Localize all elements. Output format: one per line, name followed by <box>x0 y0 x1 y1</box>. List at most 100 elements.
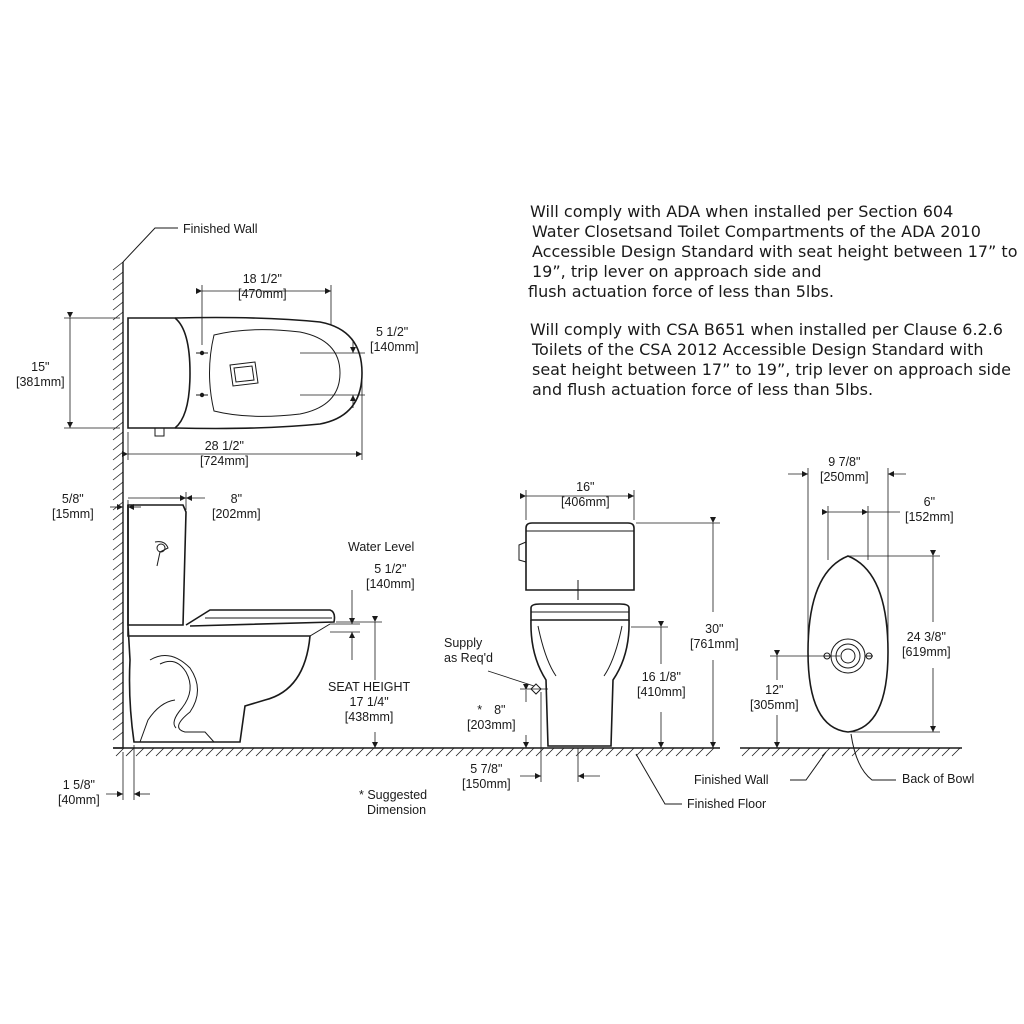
wall-hatch-mark <box>112 321 124 331</box>
floor-hatch-mark <box>135 747 145 757</box>
floor-hatch-mark <box>145 747 155 757</box>
floor-hatch-mark <box>435 747 445 757</box>
dim-value: 5 1/2" <box>374 562 407 576</box>
dim-metric: [15mm] <box>52 507 94 521</box>
wall-hatch-mark <box>112 301 124 311</box>
dim-value: 5 1/2" <box>376 325 409 339</box>
floor-hatch-mark <box>225 747 235 757</box>
floor-hatch-mark <box>861 747 871 757</box>
dim-metric: [381mm] <box>16 375 65 389</box>
floor-hatch-mark <box>791 747 801 757</box>
wall-hatch-mark <box>112 431 124 441</box>
wall-hatch-mark <box>112 541 124 551</box>
dim-metric: [250mm] <box>820 470 869 484</box>
dim-wall-gap-bottom: 1 5/8" [40mm] <box>58 778 100 808</box>
ada-note-line: Accessible Design Standard with seat hei… <box>532 242 1018 261</box>
floor-hatch-mark <box>881 747 891 757</box>
side-view <box>106 492 382 800</box>
wall-hatch-mark <box>112 721 124 731</box>
dim-tank-depth: 8" [202mm] <box>212 492 261 522</box>
wall-hatch-mark <box>112 581 124 591</box>
wall-hatch-mark <box>112 651 124 661</box>
water-level-label: Water Level <box>348 540 415 554</box>
wall-hatch-mark <box>112 681 124 691</box>
wall-hatch-mark <box>112 531 124 541</box>
ada-compliance-note: Will comply with ADA when installed per … <box>528 202 1018 302</box>
floor-hatch-mark <box>565 747 575 757</box>
dim-base-width: 9 7/8" [250mm] <box>820 455 869 485</box>
dim-value: * 8" <box>467 703 516 718</box>
dim-value: 16 1/8" <box>641 670 681 684</box>
floor-hatch-mark <box>505 747 515 757</box>
wall-hatch-mark <box>112 331 124 341</box>
floor-hatch-mark <box>951 747 961 757</box>
wall-hatch-mark <box>112 441 124 451</box>
floor-hatch-mark <box>175 747 185 757</box>
floor-hatch-mark <box>535 747 545 757</box>
wall-hatch-mark <box>112 551 124 561</box>
floor-hatch-mark <box>555 747 565 757</box>
dim-value: 15" <box>31 360 50 374</box>
floor-hatch-mark <box>911 747 921 757</box>
dim-value: 16" <box>576 480 595 494</box>
wall-hatch-mark <box>112 381 124 391</box>
suggested-line: * Suggested <box>359 788 428 802</box>
floor-hatch-mark <box>495 747 505 757</box>
wall-hatch-mark <box>112 641 124 651</box>
wall-hatch-mark <box>112 341 124 351</box>
top-view <box>64 285 365 460</box>
csa-note-line: Toilets of the CSA 2012 Accessible Desig… <box>532 340 984 359</box>
floor-hatch-mark <box>465 747 475 757</box>
csa-compliance-note: Will comply with CSA B651 when installed… <box>530 320 1011 400</box>
dim-metric: [410mm] <box>637 685 686 699</box>
dim-value: 28 1/2" <box>204 439 244 453</box>
floor-hatch-mark <box>205 747 215 757</box>
floor-hatch-mark <box>325 747 335 757</box>
wall-hatch-mark <box>112 621 124 631</box>
dim-wall-gap-top: 5/8" [15mm] <box>52 492 94 522</box>
ada-note-line: Water Closetsand Toilet Compartments of … <box>532 222 981 241</box>
floor-hatch-mark <box>575 747 585 757</box>
dim-supply-height: * 8" [203mm] <box>467 703 516 733</box>
dim-top-length: 18 1/2" [470mm] <box>238 272 287 302</box>
ada-note-line: flush actuation force of less than 5lbs. <box>528 282 834 301</box>
wall-hatch-mark <box>112 631 124 641</box>
floor-hatch-mark <box>655 747 665 757</box>
floor-hatch-mark <box>675 747 685 757</box>
wall-hatch-mark <box>112 291 124 301</box>
dim-front-height: 30" [761mm] <box>690 622 739 652</box>
floor-hatch-mark <box>921 747 931 757</box>
dim-metric: [150mm] <box>462 777 511 791</box>
dim-metric: [470mm] <box>238 287 287 301</box>
wall-hatch-mark <box>112 611 124 621</box>
floor-hatch-mark <box>125 747 135 757</box>
finished-wall-label: Finished Wall <box>183 222 258 236</box>
floor-hatch-mark <box>741 747 751 757</box>
suggested-asterisk: * <box>477 703 483 717</box>
dim-metric: [40mm] <box>58 793 100 807</box>
wall-hatch-mark <box>112 281 124 291</box>
supply-label: Supply as Req'd <box>444 636 493 666</box>
dim-value-text: 8" <box>494 703 506 717</box>
floor-hatch-mark <box>595 747 605 757</box>
wall-hatch-mark <box>112 661 124 671</box>
wall-hatch-mark <box>112 671 124 681</box>
floor-hatch-mark <box>625 747 635 757</box>
wall-hatch-mark <box>112 501 124 511</box>
csa-note-line: seat height between 17” to 19”, trip lev… <box>532 360 1011 379</box>
dim-metric: [203mm] <box>467 718 516 732</box>
dim-value: 9 7/8" <box>828 455 861 469</box>
floor-hatch-mark <box>525 747 535 757</box>
floor-hatch-mark <box>585 747 595 757</box>
wall-hatch-mark <box>112 371 124 381</box>
wall-hatch-mark <box>112 711 124 721</box>
floor-hatch-mark <box>761 747 771 757</box>
floor-hatch-mark <box>515 747 525 757</box>
floor-hatch-mark <box>771 747 781 757</box>
suggested-line: Dimension <box>367 803 427 817</box>
dim-rough-in: 12" [305mm] <box>750 683 799 713</box>
csa-note-line: Will comply with CSA B651 when installed… <box>530 320 1003 339</box>
floor-hatch-mark <box>891 747 901 757</box>
floor-hatch-mark <box>245 747 255 757</box>
